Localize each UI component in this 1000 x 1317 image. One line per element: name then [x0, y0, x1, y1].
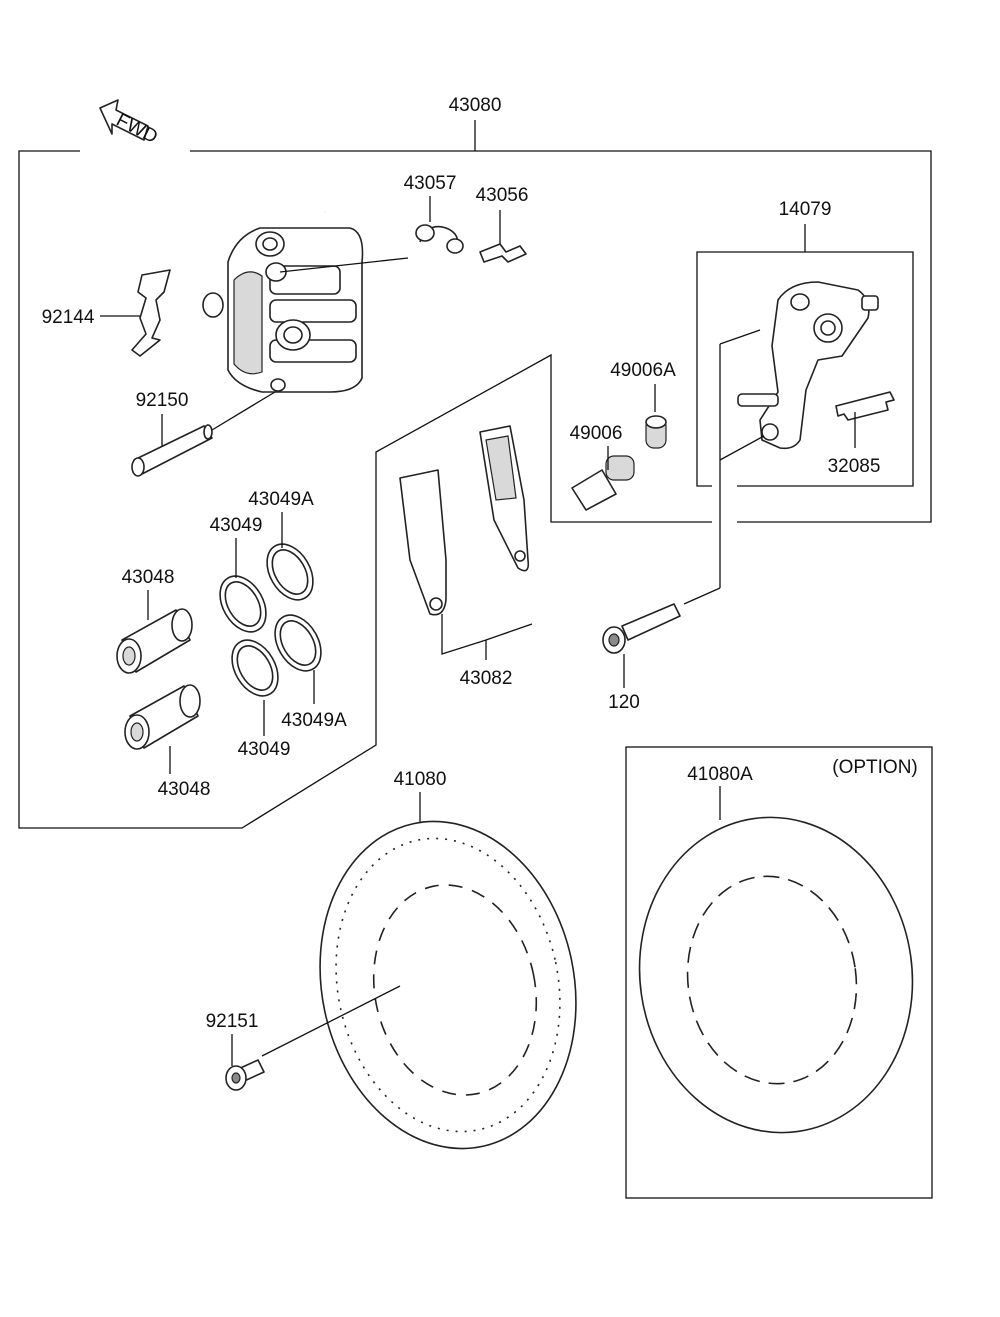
label-piston-top: 43048	[122, 567, 175, 588]
caliper-body	[202, 209, 364, 393]
leader-lines	[100, 196, 856, 1066]
label-boot-a: 49006A	[610, 360, 676, 381]
label-disc-option: 41080A	[687, 764, 753, 785]
option-box-outline	[625, 746, 933, 1199]
label-bracket: 14079	[779, 199, 832, 220]
label-pin: 92150	[136, 390, 189, 411]
label-banjo-clip: 43057	[404, 173, 457, 194]
fwd-text: FWD	[113, 110, 161, 148]
piston-top-part	[116, 608, 193, 674]
caliper-assembly-outline	[18, 120, 932, 829]
disc-bolt-part	[225, 1059, 265, 1091]
option-label: (OPTION)	[832, 757, 918, 778]
label-bleeder: 43056	[476, 185, 529, 206]
shim-part	[835, 391, 895, 421]
label-bolt: 120	[608, 692, 640, 713]
label-boot: 49006	[570, 423, 623, 444]
label-pad-spring: 92144	[42, 307, 95, 328]
label-shim: 32085	[828, 456, 881, 477]
pad-spring-part	[131, 269, 171, 357]
fwd-arrow-icon: FWD	[99, 99, 161, 148]
label-caliper-assy: 43080	[449, 95, 502, 116]
label-seal-bottom: 43049	[238, 739, 291, 760]
part-labels: 43080 43057 43056 14079 92144 92150 4900…	[42, 95, 918, 1032]
label-seal-a-bottom: 43049A	[281, 710, 347, 731]
boot-part	[571, 455, 635, 511]
bolt-part	[602, 603, 681, 654]
banjo-clip-part	[415, 224, 464, 254]
label-piston-bottom: 43048	[158, 779, 211, 800]
label-disc-bolt: 92151	[206, 1011, 259, 1032]
label-pads: 43082	[460, 668, 513, 689]
label-seal-a-top: 43049A	[248, 489, 314, 510]
disc-option-part	[638, 816, 914, 1134]
piston-bottom-part	[124, 684, 201, 750]
label-disc: 41080	[394, 769, 447, 790]
boot-a-part	[645, 415, 667, 449]
seals-part	[219, 543, 322, 697]
bracket-box-outline	[696, 224, 914, 487]
pin-part	[131, 424, 213, 477]
label-seal-top: 43049	[210, 515, 263, 536]
disc-part	[319, 820, 577, 1150]
bracket-part	[737, 281, 879, 450]
pads-part	[399, 425, 530, 616]
bleeder-part	[479, 243, 527, 263]
